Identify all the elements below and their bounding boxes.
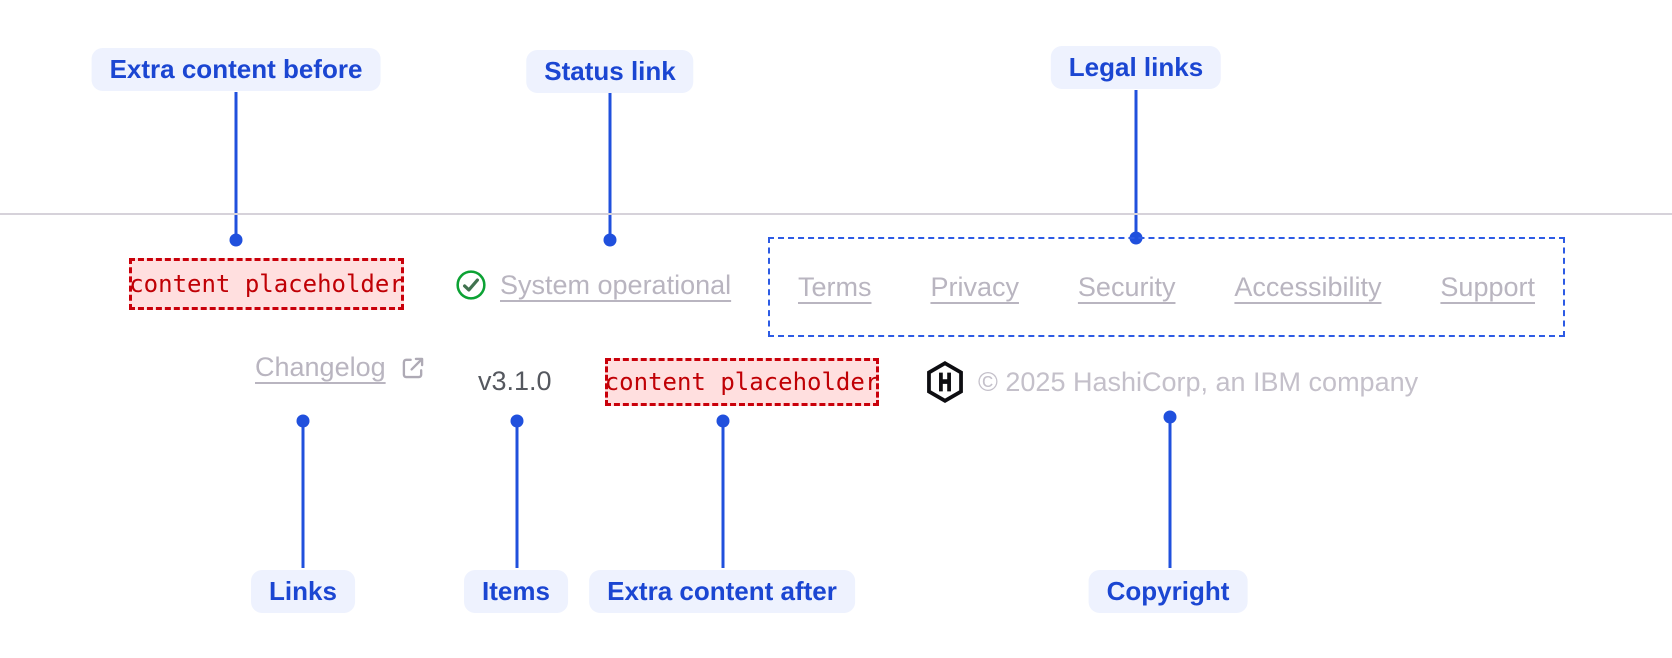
check-circle-icon	[455, 269, 487, 301]
callout-line-status-link	[608, 93, 612, 234]
hashicorp-logo	[926, 361, 964, 403]
changelog-link-label[interactable]: Changelog	[255, 352, 386, 382]
legal-link-terms[interactable]: Terms	[798, 271, 872, 302]
callout-line-items	[515, 427, 519, 568]
version-item: v3.1.0	[478, 366, 552, 396]
legal-link-security[interactable]: Security	[1077, 271, 1176, 302]
copyright-group: © 2025 HashiCorp, an IBM company	[926, 360, 1418, 404]
legal-links-container: Terms Privacy Security Accessibility Sup…	[768, 237, 1565, 337]
extra-content-before-placeholder: content placeholder	[129, 258, 404, 310]
legal-link-support[interactable]: Support	[1440, 271, 1535, 302]
changelog-link[interactable]: Changelog	[255, 352, 427, 383]
callout-dot-copyright	[1163, 410, 1177, 424]
legal-link-accessibility[interactable]: Accessibility	[1234, 271, 1382, 302]
callout-dot-links	[296, 414, 310, 428]
placeholder-text: content placeholder	[604, 368, 880, 396]
external-link-icon	[399, 354, 427, 382]
annotation-extra-content-after: Extra content after	[589, 570, 855, 613]
callout-line-copyright	[1168, 423, 1172, 568]
callout-line-extra-content-after	[721, 427, 725, 568]
annotation-items: Items	[464, 570, 568, 613]
callout-dot-extra-content-after	[716, 414, 730, 428]
footer-divider	[0, 213, 1672, 215]
extra-content-after-placeholder: content placeholder	[605, 358, 879, 406]
annotation-copyright: Copyright	[1088, 570, 1248, 613]
callout-dot-status-link	[603, 233, 617, 247]
callout-line-extra-content-before	[234, 92, 238, 234]
annotation-legal-links: Legal links	[1050, 46, 1222, 89]
callout-line-links	[301, 427, 305, 568]
copyright-notice: © 2025 HashiCorp, an IBM company	[978, 366, 1419, 397]
annotation-status-link: Status link	[526, 50, 694, 93]
annotation-links: Links	[251, 570, 355, 613]
placeholder-text: content placeholder	[129, 270, 404, 298]
legal-link-privacy[interactable]: Privacy	[930, 271, 1019, 302]
callout-dot-items	[510, 414, 524, 428]
status-link-label[interactable]: System operational	[500, 269, 732, 300]
annotation-extra-content-before: Extra content before	[91, 48, 381, 91]
callout-line-legal-links	[1134, 90, 1138, 233]
callout-dot-extra-content-before	[229, 233, 243, 247]
status-link[interactable]: System operational	[455, 258, 731, 312]
